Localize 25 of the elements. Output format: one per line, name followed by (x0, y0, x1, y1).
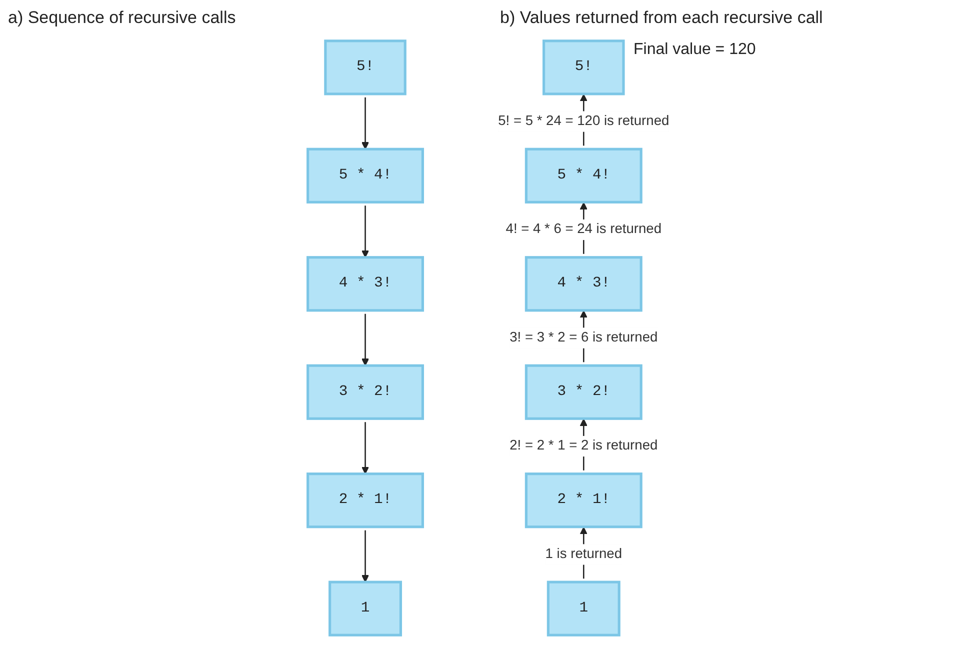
node-box: 1 (328, 580, 402, 636)
node-box: 2 * 1! (306, 472, 424, 528)
panel-title: a) Sequence of recursive calls (8, 8, 236, 28)
node-caption: Final value = 120 (633, 40, 756, 59)
edge-label: 2! = 2 * 1 = 2 is returned (510, 438, 658, 454)
arrow (361, 97, 370, 150)
node-box: 2 * 1! (524, 472, 642, 528)
edge-label: 5! = 5 * 24 = 120 is returned (498, 114, 670, 128)
node-box: 3 * 2! (306, 364, 424, 420)
node-box: 5! (324, 40, 406, 96)
arrow (361, 206, 370, 258)
edge-label: 1 is returned (545, 546, 622, 562)
arrow (361, 530, 370, 582)
arrow (361, 314, 370, 366)
node-box: 5 * 4! (524, 148, 642, 204)
panel-title: b) Values returned from each recursive call (500, 8, 823, 28)
node-box: 5 * 4! (306, 148, 424, 204)
node-box: 1 (546, 580, 620, 636)
node-box: 3 * 2! (524, 364, 642, 420)
edge-label: 3! = 3 * 2 = 6 is returned (510, 330, 658, 345)
edge-label: 4! = 4 * 6 = 24 is returned (506, 222, 662, 237)
node-box: 4 * 3! (306, 256, 424, 312)
arrow (361, 422, 370, 474)
node-box: 5! (542, 40, 625, 96)
node-box: 4 * 3! (524, 256, 642, 312)
